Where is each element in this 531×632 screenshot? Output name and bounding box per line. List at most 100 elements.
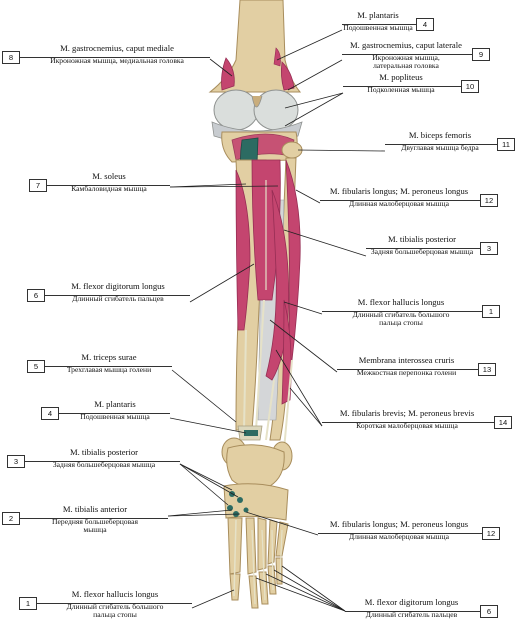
label-latin: M. popliteus [379, 72, 423, 82]
label-latin: M. flexor hallucis longus [71, 589, 159, 599]
label-fibularis-brevis: M. fibularis brevis; M. peroneus brevis … [322, 408, 492, 430]
label-russian: Задняя большеберцовая мышца [52, 460, 156, 470]
label-russian: Задняя большеберцовая мышца [370, 247, 474, 257]
label-russian: Двуглавая мышца бедра [401, 143, 479, 153]
label-rule [342, 54, 472, 55]
label-russian: пальца стопы [93, 609, 137, 619]
label-russian: пальца стопы [379, 317, 423, 327]
label-latin: M. fibularis longus; M. peroneus longus [329, 519, 469, 529]
label-biceps-femoris: M. biceps femoris Двуглавая мышца бедра [385, 130, 495, 153]
label-popliteus: M. popliteus Подколенная мышца [343, 72, 459, 95]
label-number-box: 6 [27, 289, 45, 302]
label-latin: Membrana interossea cruris [358, 355, 455, 365]
label-number-box: 4 [41, 407, 59, 420]
tarsal-bones [223, 483, 289, 521]
label-russian: Длинный сгибатель пальцев [365, 610, 458, 620]
label-number-box: 3 [480, 242, 498, 255]
label-latin: M. tibialis posterior [69, 447, 139, 457]
label-russian: мышца [83, 524, 107, 534]
flexor-hallucis-longus [265, 189, 290, 381]
label-rule [343, 86, 461, 87]
label-number-box: 11 [497, 138, 515, 151]
label-flexor-hallucis-longus-lower: M. flexor hallucis longus Длинный сгибат… [39, 589, 191, 619]
label-soleus: M. soleus Камбаловидная мышца [49, 171, 169, 193]
label-russian: Длинная малоберцовая мышца [349, 199, 449, 209]
label-russian: Подошвенная мышца [80, 412, 150, 422]
label-fibularis-longus-upper: M. fibularis longus; M. peroneus longus … [320, 186, 478, 209]
label-russian: Передняя большеберцовая [52, 517, 138, 527]
label-rule [322, 311, 482, 312]
label-rule [37, 603, 192, 604]
plantaris-origin [273, 47, 281, 67]
label-number-box: 1 [19, 597, 37, 610]
label-russian: латеральная головка [373, 60, 439, 70]
fibularis-longus [285, 159, 301, 361]
label-rule [25, 461, 180, 462]
label-plantaris-top: M. plantaris Подошвенная мышца [340, 10, 416, 32]
label-rule [20, 57, 210, 58]
label-rule [318, 533, 482, 534]
label-number-box: 12 [482, 527, 500, 540]
label-latin: M. plantaris [94, 399, 136, 409]
label-latin: M. triceps surae [81, 352, 137, 362]
label-number-box: 5 [27, 360, 45, 373]
label-plantaris-lower: M. plantaris Подошвенная мышца [61, 399, 169, 422]
label-latin: M. tibialis anterior [62, 504, 128, 514]
gastrocnemius-lateral-origin [280, 61, 295, 91]
label-rule [337, 369, 478, 370]
label-latin: M. soleus [92, 171, 126, 181]
label-rule [385, 144, 497, 145]
label-latin: M. flexor digitorum longus [71, 281, 165, 291]
label-gastrocnemius-medial: M. gastrocnemius, caput mediale Икроножн… [24, 43, 210, 66]
label-latin: M. fibularis brevis; M. peroneus brevis [339, 408, 475, 418]
label-latin: M. flexor digitorum longus [364, 597, 459, 607]
label-russian: Длинная малоберцовая мышца [349, 532, 449, 542]
leader-lines [167, 29, 386, 612]
label-russian: Межкостная перепонка голени [356, 368, 457, 378]
label-number-box: 12 [480, 194, 498, 207]
label-latin: M. plantaris [357, 10, 399, 20]
label-number-box: 7 [29, 179, 47, 192]
label-number-box: 8 [2, 51, 20, 64]
label-gastrocnemius-lateral: M. gastrocnemius, caput laterale Икронож… [342, 40, 470, 70]
label-russian: Икроножная мышца, медиальная головка [50, 56, 184, 66]
label-rule [47, 185, 170, 186]
label-number-box: 13 [478, 363, 496, 376]
label-latin: M. biceps femoris [408, 130, 472, 140]
label-number-box: 4 [416, 18, 434, 31]
label-tibialis-posterior-lower: M. tibialis posterior Задняя большеберцо… [29, 447, 179, 470]
label-number-box: 6 [480, 605, 498, 618]
label-russian: Подколенная мышца [367, 85, 435, 95]
gastrocnemius-medial-origin [221, 57, 235, 91]
label-rule [59, 413, 170, 414]
intercondylar-notch [251, 95, 263, 108]
label-tibialis-posterior-upper: M. tibialis posterior Задняя большеберцо… [364, 234, 480, 257]
label-latin: M. fibularis longus; M. peroneus longus [329, 186, 469, 196]
label-russian: Длинный сгибатель пальцев [72, 294, 164, 304]
medial-femoral-condyle [213, 89, 259, 131]
label-rule [45, 366, 172, 367]
label-rule [342, 24, 416, 25]
flexor-digitorum-longus [235, 169, 251, 331]
label-membrana-interossea: Membrana interossea cruris Межкостная пе… [337, 355, 476, 378]
label-fibularis-longus-lower: M. fibularis longus; M. peroneus longus … [318, 519, 480, 542]
label-number-box: 9 [472, 48, 490, 61]
label-number-box: 14 [494, 416, 512, 429]
label-tibialis-anterior: M. tibialis anterior Передняя большеберц… [22, 504, 168, 534]
label-rule [320, 200, 480, 201]
label-number-box: 2 [2, 512, 20, 525]
label-latin: M. gastrocnemius, caput laterale [350, 40, 462, 50]
label-rule [366, 248, 480, 249]
fibularis-brevis [281, 299, 292, 405]
label-russian: Трехглавая мышца голени [66, 365, 152, 375]
label-russian: Длинный сгибатель большого [66, 602, 164, 612]
label-flexor-digitorum-longus-lower: M. flexor digitorum longus Длинный сгиба… [345, 597, 478, 620]
label-flexor-digitorum-longus-upper: M. flexor digitorum longus Длинный сгиба… [47, 281, 189, 304]
label-latin: M. flexor hallucis longus [357, 297, 445, 307]
label-rule [345, 611, 480, 612]
label-number-box: 10 [461, 80, 479, 93]
label-latin: M. tibialis posterior [387, 234, 457, 244]
metatarsal-2 [245, 517, 257, 575]
